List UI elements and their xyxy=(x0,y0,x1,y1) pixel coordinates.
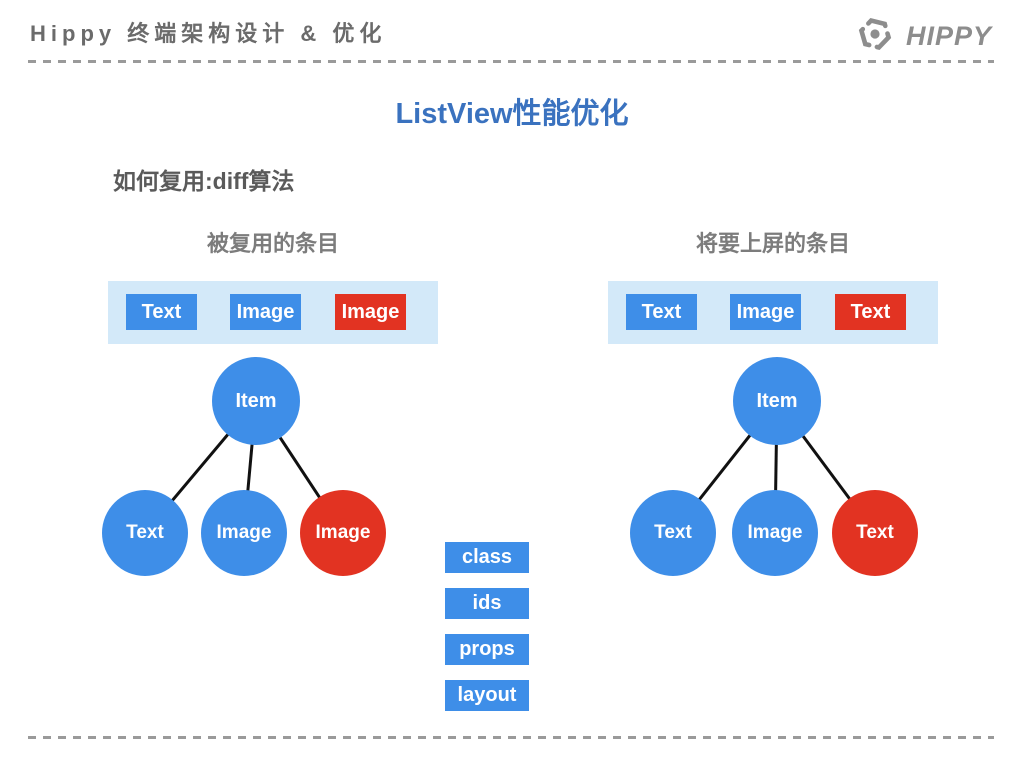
tree-node: Image xyxy=(732,490,818,576)
hippy-logo-icon xyxy=(853,12,897,61)
header-title: Hippy 终端架构设计 & 优化 xyxy=(30,21,387,46)
hippy-logo: HIPPY xyxy=(853,12,992,61)
tree-node-root: Item xyxy=(212,357,300,445)
attribute-box: class xyxy=(445,542,529,573)
subtitle: 如何复用:diff算法 xyxy=(113,168,295,194)
bar-chip: Text xyxy=(626,294,697,330)
item-bar-reused: Text Image Image xyxy=(108,281,438,344)
tree-node: Image xyxy=(300,490,386,576)
panel-heading-reused: 被复用的条目 xyxy=(206,231,339,256)
header-divider xyxy=(28,60,994,63)
bar-chip: Text xyxy=(835,294,906,330)
attribute-box: layout xyxy=(445,680,529,711)
footer-divider xyxy=(28,736,994,739)
attribute-list: class ids props layout xyxy=(445,542,529,711)
item-bar-upcoming: Text Image Text xyxy=(608,281,938,344)
attribute-box: ids xyxy=(445,588,529,619)
bar-chip: Image xyxy=(230,294,301,330)
tree-node: Text xyxy=(832,490,918,576)
page-title: ListView性能优化 xyxy=(395,98,629,130)
panel-heading-upcoming: 将要上屏的条目 xyxy=(695,231,850,256)
tree-node: Image xyxy=(201,490,287,576)
bar-chip: Image xyxy=(730,294,801,330)
tree-node-root: Item xyxy=(733,357,821,445)
bar-chip: Image xyxy=(335,294,406,330)
hippy-logo-text: HIPPY xyxy=(905,21,992,51)
tree-node: Text xyxy=(630,490,716,576)
tree-node: Text xyxy=(102,490,188,576)
bar-chip: Text xyxy=(126,294,197,330)
attribute-box: props xyxy=(445,634,529,665)
